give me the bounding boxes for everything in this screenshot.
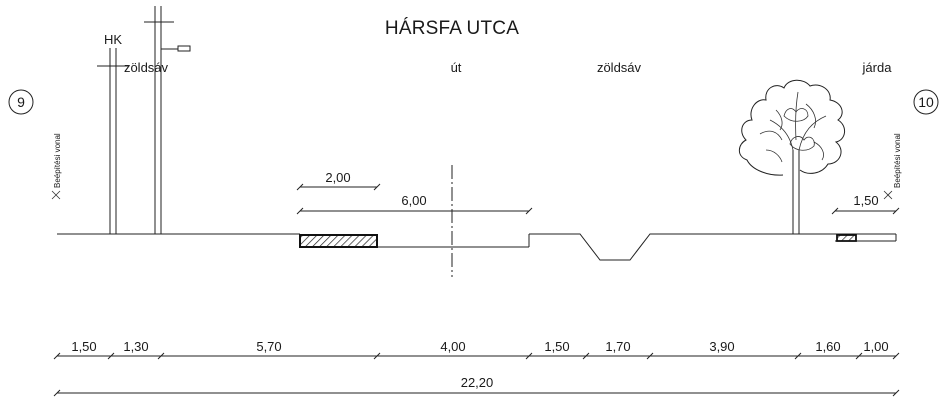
dim-seg-8: 1,60 [815,339,840,354]
label-ut: út [451,60,462,75]
dim-road-label: 6,00 [401,193,426,208]
hk-pole [97,48,128,234]
label-hk: HK [104,32,122,47]
profile-marker-left: 9 [8,89,34,115]
dim-total: 22,20 [53,375,900,397]
marker-right-label: 10 [918,94,934,110]
dim-seg-6: 1,70 [605,339,630,354]
building-line-left: Beépítési vonal [51,133,62,200]
dim-seg-2: 1,30 [123,339,148,354]
building-line-right: Beépítési vonal [883,133,902,200]
dim-lane-label: 2,00 [325,170,350,185]
dim-seg-3: 5,70 [256,339,281,354]
section-title: HÁRSFA UTCA [385,18,519,39]
sidewalk-marker [836,234,857,242]
building-line-left-label: Beépítési vonal [53,133,62,188]
marker-left-label: 9 [17,94,25,110]
label-jarda: járda [862,60,893,75]
dim-total-label: 22,20 [461,375,494,390]
dim-seg-4: 4,00 [440,339,465,354]
dim-road-6: 6,00 [296,193,533,215]
dim-lane-2: 2,00 [296,170,381,191]
dim-seg-5: 1,50 [544,339,569,354]
tree-icon [738,79,845,234]
profile-marker-right: 10 [913,89,939,115]
street-lamp [144,6,191,234]
road-lane-marker [299,234,378,248]
dim-chain: 1,50 1,30 5,70 4,00 1,50 1,70 3,90 1,60 … [53,339,900,360]
dim-sidewalk: 1,50 [831,193,900,215]
label-zoldsav-right: zöldsáv [597,60,642,75]
label-zoldsav-left: zöldsáv [124,60,169,75]
ground-profile [57,233,897,261]
dim-sidewalk-label: 1,50 [853,193,878,208]
dim-seg-7: 3,90 [709,339,734,354]
building-line-right-label: Beépítési vonal [893,133,902,188]
dim-seg-9: 1,00 [863,339,888,354]
dim-seg-1: 1,50 [71,339,96,354]
